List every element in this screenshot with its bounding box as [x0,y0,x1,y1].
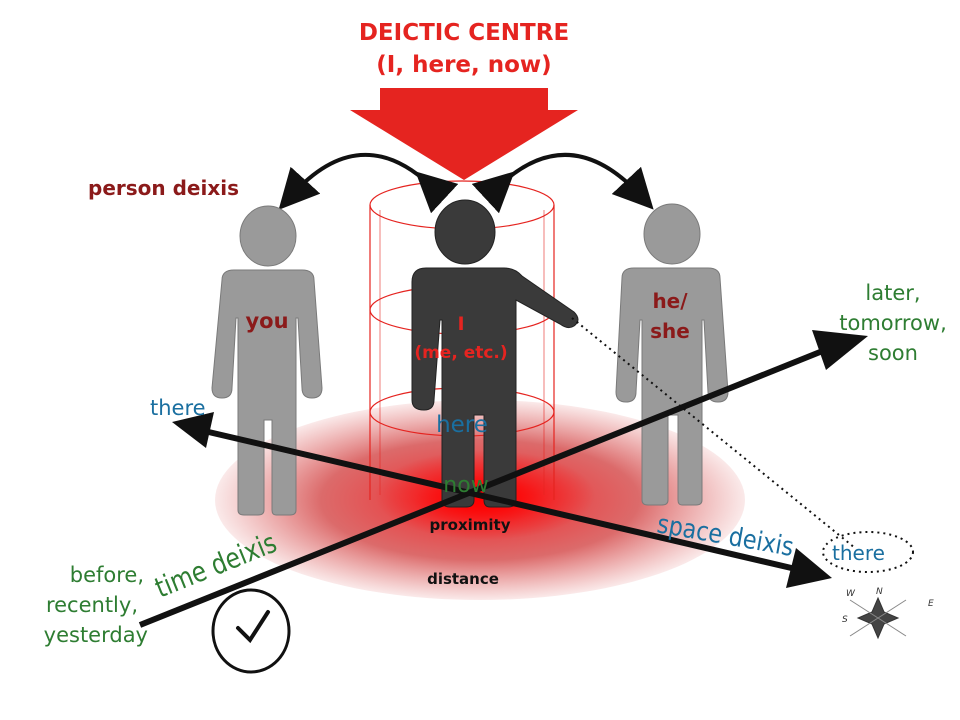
compass-w: W [846,589,856,599]
label-here: here [436,412,488,438]
pointing-line [571,317,856,549]
compass-s: S [842,615,848,625]
deictic-centre-arrow [350,88,578,180]
compass-e: E [928,599,934,609]
label-he: he/ [652,289,688,313]
compass-n: N [876,587,883,597]
figure-he-she [615,203,729,506]
label-proximity: proximity [430,516,511,534]
past-line-1: before, [70,563,144,587]
future-line-1: later, [865,281,920,305]
clock-icon [211,588,291,674]
arc-arrow-right [471,152,654,214]
label-there-right: there [832,541,885,565]
arc-arrow-left [278,152,459,214]
future-line-3: soon [868,341,918,365]
future-line-2: tomorrow, [839,311,947,335]
label-distance: distance [427,570,499,588]
label-now: now [443,473,488,498]
person-deixis-label: person deixis [88,176,239,200]
time-axis-line [138,345,832,628]
label-there-left: there [150,396,206,420]
deictic-centre-title: DEICTIC CENTRE [359,20,569,46]
figure-speaker [411,199,579,508]
space-axis-arrowhead-right [786,548,832,588]
there-highlight-ellipse [822,531,914,573]
label-she: she [650,319,690,343]
label-you: you [245,309,288,333]
past-line-2: recently, [46,593,138,617]
compass-icon: N E S W [842,587,934,640]
label-speaker: I [457,313,464,335]
time-axis-arrowhead [812,330,868,370]
deictic-centre-subtitle: (I, here, now) [376,52,551,78]
space-axis-line [199,427,801,573]
label-speaker-note: (me, etc.) [414,343,507,363]
past-line-3: yesterday [44,623,148,647]
space-axis-arrowhead-left [172,412,214,448]
